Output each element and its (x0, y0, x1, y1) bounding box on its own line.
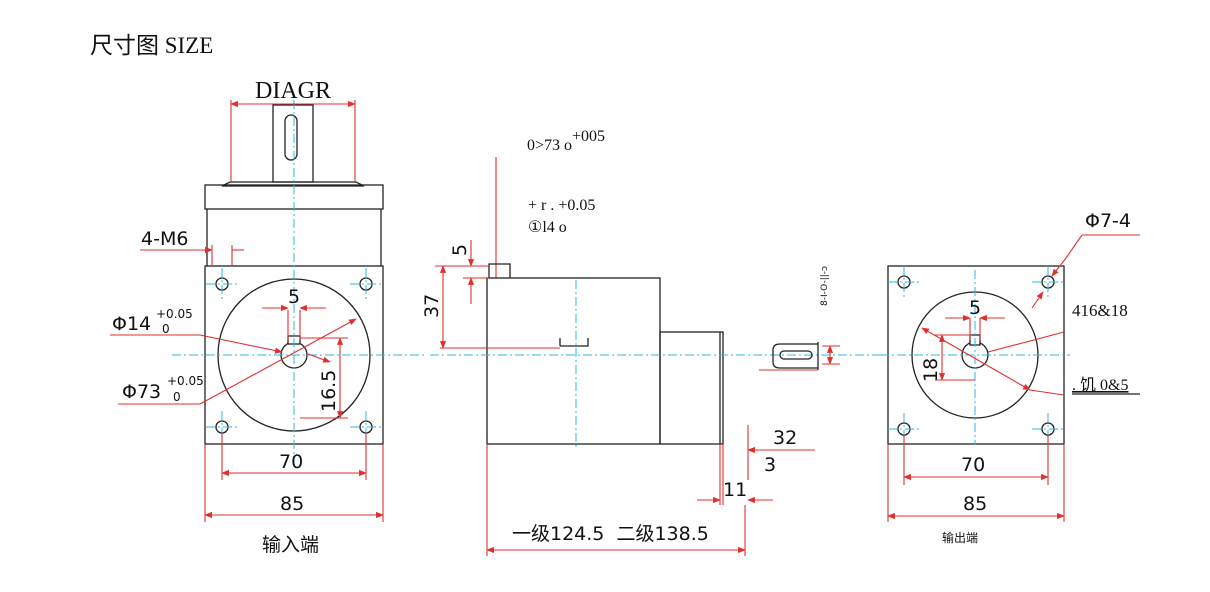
side-shoulder: 3 (764, 454, 776, 476)
output-pilot-label: . 饥 0&5 (1072, 376, 1128, 394)
side-view: 0>73 o +005 + r . +0.05 ①l4 o 5 37 (421, 128, 880, 556)
input-keyway-width: 5 (288, 286, 300, 308)
side-spacer: 11 (723, 479, 747, 501)
side-shaft-length: 32 (773, 427, 797, 449)
output-keyway-width: 5 (969, 297, 981, 319)
input-top-label: DIAGR (255, 78, 331, 104)
output-caption: 输出端 (942, 530, 978, 545)
input-view: DIAGR 4-M6 5 Φ14 +0.05 0 Φ73 +0.05 0 16.… (110, 78, 425, 556)
side-key-height: 5 (449, 244, 471, 256)
input-shaft-keyway (284, 114, 298, 161)
side-shaft-offset: 37 (421, 294, 443, 318)
output-flange-width: 85 (963, 493, 987, 515)
input-flange-width: 85 (280, 493, 304, 515)
side-note-line1-sup: +005 (572, 128, 605, 145)
output-key-height: 18 (920, 358, 942, 382)
input-pilot-tol-lower: 0 (173, 390, 181, 404)
input-shaft (272, 104, 314, 183)
input-bore-label: Φ14 (112, 313, 151, 335)
input-pilot-tol-upper: +0.05 (167, 374, 204, 388)
side-key (488, 263, 511, 278)
input-bore-tol-upper: +0.05 (156, 307, 193, 321)
output-hole-spacing: 70 (961, 454, 985, 476)
side-flange (659, 331, 724, 445)
input-bore-tol-lower: 0 (162, 322, 170, 336)
side-note-line2: + r . +0.05 (528, 197, 595, 214)
input-hole-spacing: 70 (279, 451, 303, 473)
output-view: Φ7-4 5 18 416&18 . 饥 0&5 70 85 (880, 210, 1140, 545)
side-note-line1: 0>73 o (527, 137, 572, 154)
side-note-line3: ①l4 o (528, 219, 567, 236)
output-hole-label: Φ7-4 (1085, 210, 1131, 232)
input-thread-label: 4-M6 (141, 228, 188, 250)
side-length-label: 一级124.5 二级138.5 (512, 523, 709, 545)
output-shaft-label: 416&18 (1072, 301, 1128, 320)
side-top-notch (559, 338, 589, 347)
input-key-height: 16.5 (318, 370, 340, 412)
input-pilot-label: Φ73 (122, 381, 161, 403)
input-caption: 输入端 (262, 534, 319, 556)
side-vertical-note: 8-I-O-||-ɔ (820, 266, 830, 306)
page-title: 尺寸图 SIZE (90, 33, 213, 58)
side-body (486, 277, 661, 445)
side-output-shaft (772, 343, 818, 369)
